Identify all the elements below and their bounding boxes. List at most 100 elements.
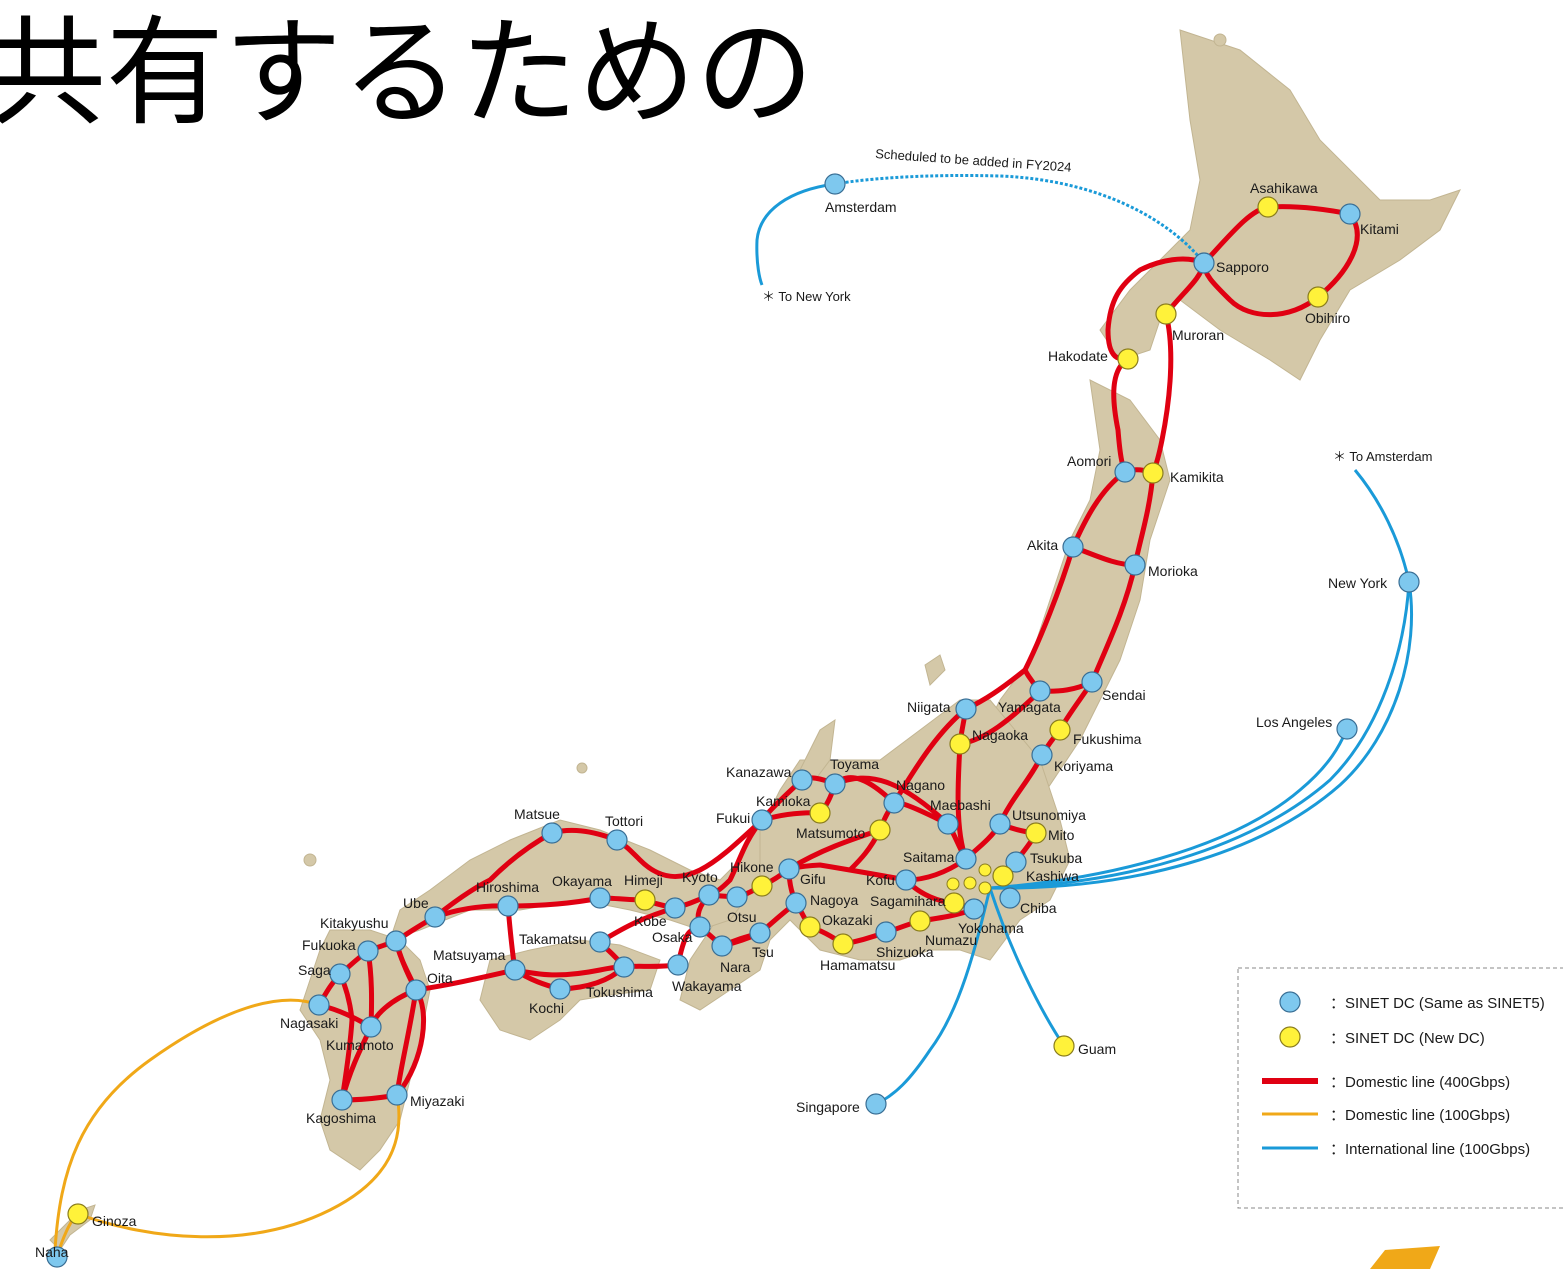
node-morioka: [1124, 554, 1146, 576]
legend-existing-dc-icon: [1279, 991, 1301, 1013]
international-line: [989, 581, 1411, 890]
legend-domestic-400-label: ：Domestic line (400Gbps): [1330, 1074, 1510, 1091]
tokyo-hub-node: [963, 876, 977, 890]
node-kagoshima: [331, 1089, 353, 1111]
scheduled-annotation: Scheduled to be added in FY2024: [875, 146, 1072, 175]
node-kamioka: [809, 802, 831, 824]
node-mito: [1025, 822, 1047, 844]
label-wakayama: Wakayama: [672, 978, 742, 994]
label-shizuoka: Shizuoka: [876, 944, 934, 960]
node-okayama: [589, 887, 611, 909]
label-kamikita: Kamikita: [1170, 469, 1224, 485]
node-fukui: [751, 809, 773, 831]
label-akita: Akita: [1027, 537, 1058, 553]
label-nagaoka: Nagaoka: [972, 727, 1028, 743]
node-muroran: [1155, 303, 1177, 325]
label-muroran: Muroran: [1172, 327, 1224, 343]
label-oita: Oita: [427, 970, 453, 986]
label-amsterdam: Amsterdam: [825, 199, 897, 215]
node-akita: [1062, 536, 1084, 558]
node-matsue: [541, 822, 563, 844]
label-okayama: Okayama: [552, 873, 612, 889]
domestic-400-lines: [315, 204, 1360, 1103]
node-kobe: [664, 897, 686, 919]
node-tokushima: [613, 956, 635, 978]
node-losangeles: [1336, 718, 1358, 740]
label-nagoya: Nagoya: [810, 892, 858, 908]
label-himeji: Himeji: [624, 872, 663, 888]
label-fukuoka: Fukuoka: [302, 937, 356, 953]
international-line: [755, 182, 836, 286]
node-ube: [424, 906, 446, 928]
sado-land: [924, 654, 946, 686]
node-asahikawa: [1257, 196, 1279, 218]
label-chiba: Chiba: [1020, 900, 1057, 916]
label-saitama: Saitama: [903, 849, 955, 865]
node-nara: [711, 935, 733, 957]
label-sendai: Sendai: [1102, 687, 1146, 703]
node-kitakyushu: [385, 930, 407, 952]
label-sagamihara: Sagamihara: [870, 893, 946, 909]
node-matsumoto: [869, 819, 891, 841]
label-kamioka: Kamioka: [756, 793, 811, 809]
label-tottori: Tottori: [605, 813, 643, 829]
label-kumamoto: Kumamoto: [326, 1037, 394, 1053]
label-matsumoto: Matsumoto: [796, 825, 865, 841]
international-lines: [755, 173, 1413, 1106]
domestic-400-line: [786, 856, 969, 883]
node-wakayama: [667, 954, 689, 976]
international-line: [989, 728, 1349, 890]
node-koriyama: [1031, 744, 1053, 766]
node-miyazaki: [386, 1084, 408, 1106]
label-morioka: Morioka: [1148, 563, 1198, 579]
node-kamikita: [1142, 462, 1164, 484]
node-nagasaki: [308, 994, 330, 1016]
node-gifu: [778, 858, 800, 880]
node-maebashi: [937, 813, 959, 835]
label-obihiro: Obihiro: [1305, 310, 1350, 326]
label-singapore: Singapore: [796, 1099, 860, 1115]
node-kofu: [895, 869, 917, 891]
node-osaka: [689, 916, 711, 938]
node-fukushima: [1049, 719, 1071, 741]
node-layer: [46, 173, 1420, 1268]
label-sapporo: Sapporo: [1216, 259, 1269, 275]
label-kyoto: Kyoto: [682, 869, 718, 885]
domestic-400-line: [963, 469, 1128, 712]
tokyo-hub-node: [978, 881, 992, 895]
node-yokohama: [963, 898, 985, 920]
domestic-400-line: [337, 971, 355, 1103]
label-matsue: Matsue: [514, 806, 560, 822]
page-heading: 共有するための: [0, 4, 815, 142]
node-ginoza: [67, 1203, 89, 1225]
domestic-400-line: [338, 987, 419, 1103]
legend: ：SINET DC (Same as SINET5) ：SINET DC (Ne…: [1237, 967, 1563, 1209]
node-tsukuba: [1005, 851, 1027, 873]
label-asahikawa: Asahikawa: [1250, 180, 1318, 196]
label-otsu: Otsu: [727, 909, 757, 925]
label-tsu: Tsu: [752, 944, 774, 960]
label-kagoshima: Kagoshima: [306, 1110, 376, 1126]
label-fukushima: Fukushima: [1073, 731, 1142, 747]
node-tottori: [606, 829, 628, 851]
legend-international-label: ：International line (100Gbps): [1330, 1141, 1530, 1158]
label-losangeles: Los Angeles: [1256, 714, 1332, 730]
node-saga: [329, 963, 351, 985]
international-line: [988, 887, 1066, 1047]
label-kashiwa: Kashiwa: [1026, 868, 1079, 884]
label-hakodate: Hakodate: [1048, 348, 1108, 364]
label-aomori: Aomori: [1067, 453, 1111, 469]
label-okazaki: Okazaki: [822, 912, 873, 928]
label-saga: Saga: [298, 962, 331, 978]
label-niigata: Niigata: [907, 699, 951, 715]
node-kashiwa: [992, 865, 1014, 887]
node-matsuyama: [504, 959, 526, 981]
node-hikone: [751, 875, 773, 897]
node-chiba: [999, 887, 1021, 909]
label-yokohama: Yokohama: [958, 920, 1024, 936]
to-new-york-annotation: ＊ To New York: [762, 289, 851, 304]
label-tsukuba: Tsukuba: [1030, 850, 1082, 866]
node-saitama: [955, 848, 977, 870]
international-line: [989, 469, 1413, 890]
